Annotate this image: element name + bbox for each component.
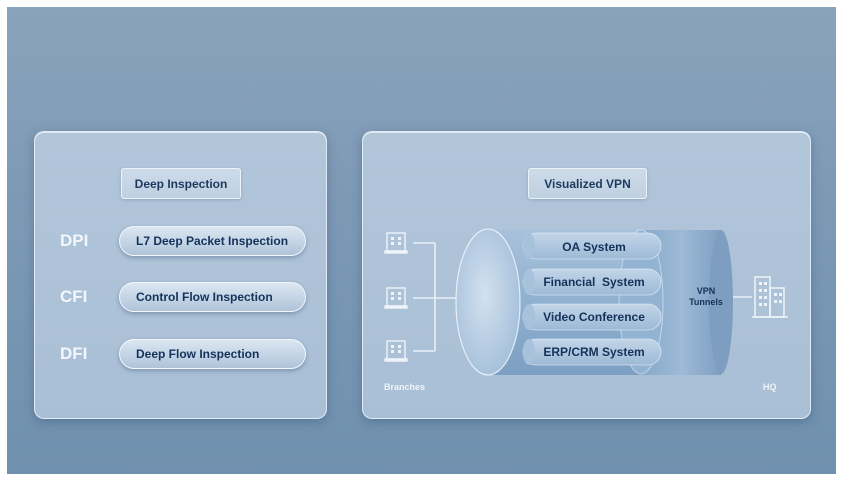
office-building-icon bbox=[384, 340, 408, 362]
system-bar bbox=[522, 232, 662, 260]
visualized-vpn-title: Visualized VPN bbox=[528, 168, 647, 199]
system-bar bbox=[522, 338, 662, 366]
inspection-pill: L7 Deep Packet Inspection bbox=[119, 226, 306, 256]
system-label-video: Video Conference bbox=[543, 310, 645, 324]
system-label-erp: ERP/CRM System bbox=[543, 345, 644, 359]
visualized-vpn-panel: Visualized VPN bbox=[362, 131, 811, 419]
inspection-pill: Control Flow Inspection bbox=[119, 282, 306, 312]
inspection-row-cfi: CFI Control Flow Inspection bbox=[35, 282, 328, 312]
inspection-abbr: CFI bbox=[60, 287, 88, 306]
branches-label: Branches bbox=[384, 382, 425, 392]
system-label-financial: Financial System bbox=[543, 275, 644, 289]
headquarters-building-icon bbox=[752, 276, 788, 318]
inspection-row-dpi: DPI L7 Deep Packet Inspection bbox=[35, 226, 328, 256]
deep-inspection-panel: Deep Inspection DPI L7 Deep Packet Inspe… bbox=[34, 131, 327, 419]
deep-inspection-title: Deep Inspection bbox=[121, 168, 241, 199]
diagram-canvas: Deep Inspection DPI L7 Deep Packet Inspe… bbox=[7, 7, 836, 474]
system-bar bbox=[522, 303, 662, 331]
inspection-row-dfi: DFI Deep Flow Inspection bbox=[35, 339, 328, 369]
vpn-diagram: OA System Financial System Video Confere… bbox=[384, 228, 788, 392]
hq-label: HQ bbox=[763, 382, 777, 392]
vpn-tunnels-label-line2: Tunnels bbox=[689, 297, 723, 307]
system-label-oa: OA System bbox=[562, 240, 626, 254]
tunnel-entry-cap bbox=[455, 228, 521, 376]
office-building-icon bbox=[384, 287, 408, 309]
branch-connector-lines bbox=[413, 242, 459, 352]
inspection-pill: Deep Flow Inspection bbox=[119, 339, 306, 369]
inspection-abbr: DPI bbox=[60, 231, 89, 250]
office-building-icon bbox=[384, 232, 408, 254]
inspection-abbr: DFI bbox=[60, 344, 88, 363]
vpn-tunnels-label-line1: VPN bbox=[697, 286, 716, 296]
system-bar bbox=[522, 268, 662, 296]
